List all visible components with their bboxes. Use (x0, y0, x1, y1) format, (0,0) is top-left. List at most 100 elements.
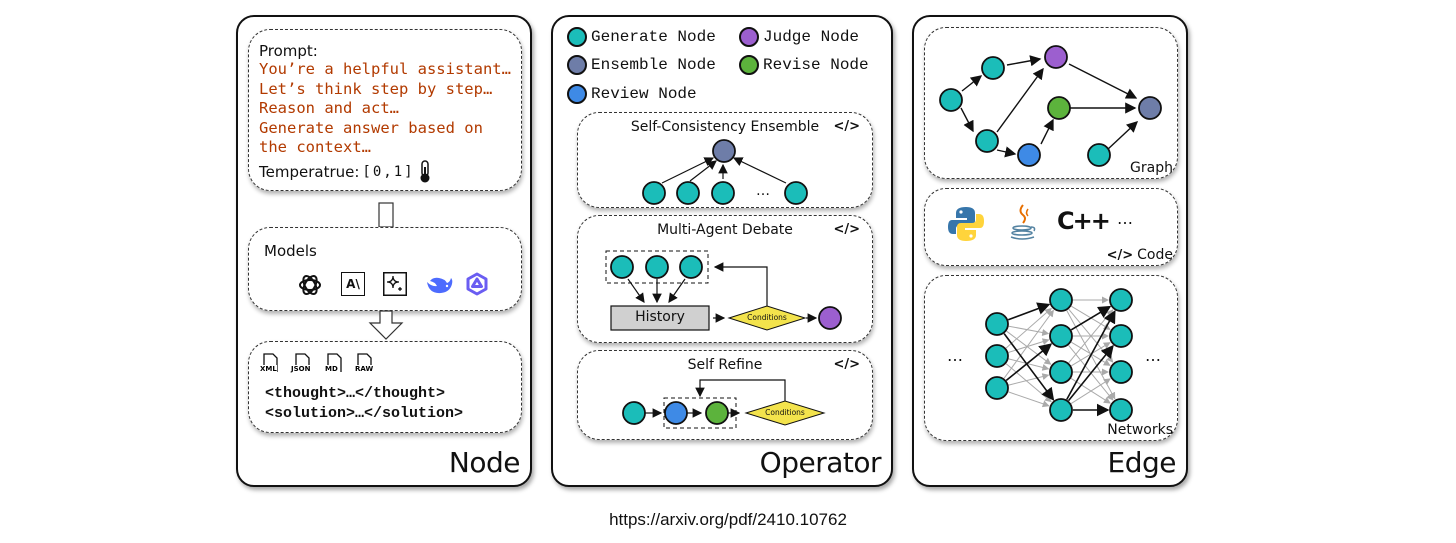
generate-node (645, 255, 669, 279)
prompt-line: Let’s think step by step… (259, 79, 493, 98)
arrow-models-to-formats (368, 310, 404, 340)
operator-title: Multi-Agent Debate (657, 222, 793, 238)
node-panel-title: Node (448, 446, 521, 479)
generate-node (939, 88, 963, 112)
highlighted-edge (1003, 333, 1055, 401)
prompt-label: Prompt: (259, 42, 318, 60)
legend-ensemble: Ensemble Node (567, 55, 716, 75)
edge (1008, 373, 1050, 386)
generate-node (610, 255, 634, 279)
anthropic-text: A\ (346, 277, 360, 291)
edge (1005, 307, 1052, 349)
graph-box: Graph (924, 27, 1178, 179)
openai-icon (299, 274, 321, 296)
edge (1006, 330, 1052, 365)
java-icon (1010, 204, 1036, 240)
edge (1008, 391, 1050, 408)
generate-node (642, 181, 666, 205)
conditions-label: Conditions (765, 408, 805, 417)
prompt-line: the context… (259, 138, 371, 156)
thermometer-icon (420, 160, 430, 183)
code-icon: </> (1106, 247, 1134, 263)
operator-panel-title: Operator (759, 446, 882, 479)
debate-diagram (605, 250, 842, 331)
legend-review: Review Node (567, 84, 697, 104)
temperature-range: [0,1] (362, 164, 415, 180)
networks-ellipsis-left: … (947, 346, 963, 365)
cpp-icon: C++ (1057, 207, 1111, 235)
self-consistency-diagram (642, 139, 808, 205)
highlighted-edge (1067, 344, 1114, 402)
code-icon: </> (833, 119, 860, 134)
format-line-thought: <thought>…</thought> (265, 385, 446, 402)
operator-title: Self-Consistency Ensemble (630, 119, 820, 135)
file-icon-xml: XML (260, 352, 281, 374)
network-node (985, 344, 1009, 368)
file-icon-raw: RAW (355, 352, 375, 374)
review-node (1017, 143, 1041, 167)
conditions-diamond (727, 305, 807, 331)
highlighted-edge (1007, 302, 1051, 321)
temperature-row: Temperatrue: [0,1] (259, 160, 432, 184)
prompt-lines: You’re a helpful assistant… Let’s think … (259, 60, 511, 158)
source-url: https://arxiv.org/pdf/2410.10762 (609, 510, 847, 529)
ensemble-node (712, 139, 736, 163)
code-icon: </> (833, 222, 860, 237)
network-node (1049, 360, 1073, 384)
format-files: XML JSON MD RAW (260, 352, 375, 374)
generate-node (784, 181, 808, 205)
network-node (985, 312, 1009, 336)
operator-panel: Generate Node Judge Node Ensemble Node R… (551, 15, 893, 487)
prompt-line: Generate answer based on (259, 118, 483, 137)
operator-self-refine: Self Refine </> Conditions (577, 350, 873, 440)
code-label: Code (1137, 247, 1173, 263)
history-label: History (635, 309, 685, 325)
generate-node (981, 56, 1005, 80)
python-icon (948, 207, 984, 241)
highlighted-edge (1070, 305, 1112, 331)
generate-node (676, 181, 700, 205)
review-node (664, 401, 688, 425)
review-node-swatch (567, 84, 587, 104)
models-box: Models A\ (248, 227, 522, 311)
graph-diagram (939, 45, 1162, 167)
edge-panel: Graph C++ … </> Code … (912, 15, 1188, 487)
revise-node-swatch (739, 55, 759, 75)
qwen-icon (466, 272, 488, 296)
edge (1003, 309, 1054, 379)
code-icon: </> (833, 357, 860, 372)
node-panel: Prompt: You’re a helpful assistant… Let’… (236, 15, 532, 487)
generate-node (679, 255, 703, 279)
format-line-solution: <solution>…</solution> (265, 405, 464, 422)
network-node (985, 376, 1009, 400)
self-refine-diagram (622, 379, 826, 429)
models-label: Models (264, 242, 317, 260)
networks-label: Networks (1107, 422, 1173, 438)
highlighted-edge (1066, 310, 1116, 400)
code-label-row: </> Code (1107, 247, 1173, 263)
network-node (1049, 288, 1073, 312)
prompt-box: Prompt: You’re a helpful assistant… Let’… (248, 29, 522, 191)
legend-generate: Generate Node (567, 27, 716, 47)
judge-node-swatch (739, 27, 759, 47)
edge (1008, 358, 1050, 371)
network-node (1109, 360, 1133, 384)
generate-node (975, 129, 999, 153)
revise-node (1047, 96, 1071, 120)
file-icon-md: MD (325, 352, 345, 374)
legend-judge: Judge Node (739, 27, 859, 47)
judge-node (1044, 45, 1068, 69)
generate-node (1087, 143, 1111, 167)
edge-panel-title: Edge (1107, 446, 1177, 479)
file-icon-json: JSON (291, 352, 315, 374)
generate-node (622, 401, 646, 425)
operator-multi-agent-debate: Multi-Agent Debate </> History Condition… (577, 215, 873, 343)
judge-node (818, 306, 842, 330)
generate-node (711, 181, 735, 205)
anthropic-icon: A\ (341, 272, 365, 296)
deepseek-icon (427, 277, 453, 294)
edge (1070, 378, 1111, 405)
network-node (1049, 324, 1073, 348)
networks-diagram (985, 288, 1133, 422)
ellipsis: … (756, 183, 770, 199)
